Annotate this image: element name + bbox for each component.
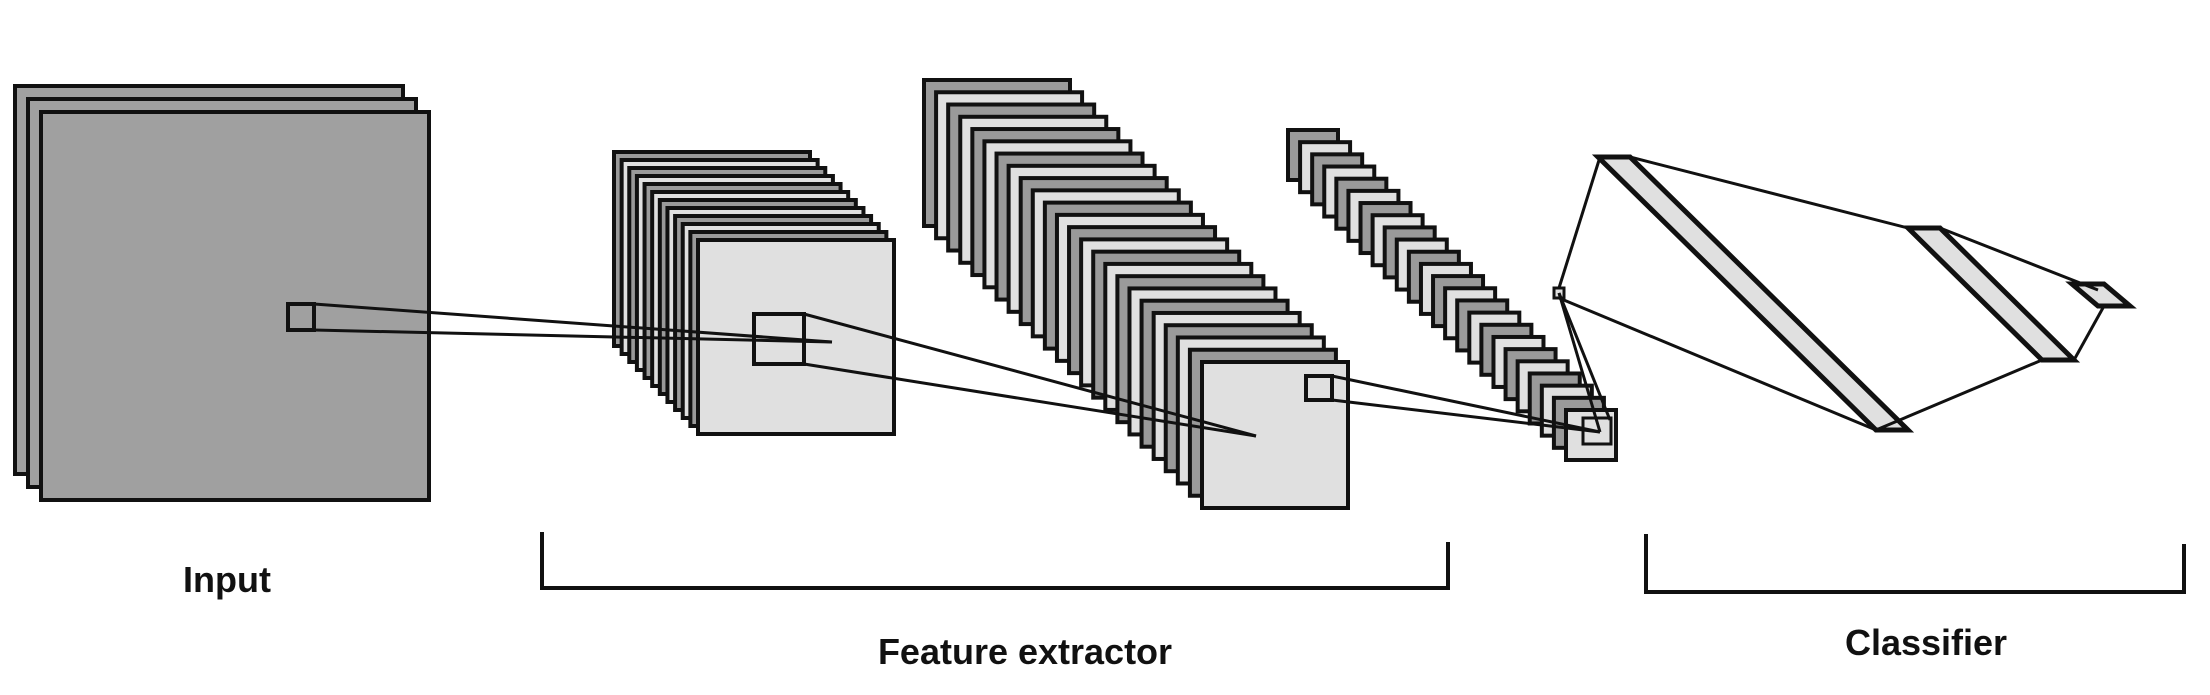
classifier-bracket <box>1644 534 2186 594</box>
input-feature-map <box>39 110 431 502</box>
input-label: Input <box>183 559 271 600</box>
connection-line <box>2072 305 2106 361</box>
connection-line <box>1558 296 1877 432</box>
connection-line <box>1629 155 1909 230</box>
output-layer <box>2065 281 2137 309</box>
connection-line <box>1557 292 1612 421</box>
connection-line <box>1557 156 1602 289</box>
connection-line <box>313 302 833 344</box>
feature-extractor-label: Feature extractor <box>878 631 1172 672</box>
conv1-feature-map <box>696 238 896 436</box>
input-window <box>286 302 316 332</box>
conv-layer-3 <box>1286 128 1618 462</box>
classifier-label: Classifier <box>1845 622 2007 663</box>
conv2-window <box>1304 374 1334 402</box>
connection-line <box>803 312 1257 438</box>
connection-line <box>1557 292 1602 433</box>
conv-layer-2 <box>922 78 1350 510</box>
receptive-field-lines <box>313 155 2106 438</box>
connection-line <box>1875 358 2043 432</box>
connection-line <box>1939 226 2099 292</box>
fully-connected-layers <box>1552 154 2137 433</box>
input-layer <box>13 84 431 502</box>
connection-line <box>313 328 833 344</box>
feature-extractor-bracket <box>540 532 1450 590</box>
connection-line <box>1331 374 1601 434</box>
fc-layer-1 <box>1591 154 1915 433</box>
conv2-feature-map <box>1200 360 1350 510</box>
connection-line <box>803 362 1257 438</box>
connection-line <box>1331 398 1601 434</box>
conv-layer-1 <box>612 150 896 436</box>
